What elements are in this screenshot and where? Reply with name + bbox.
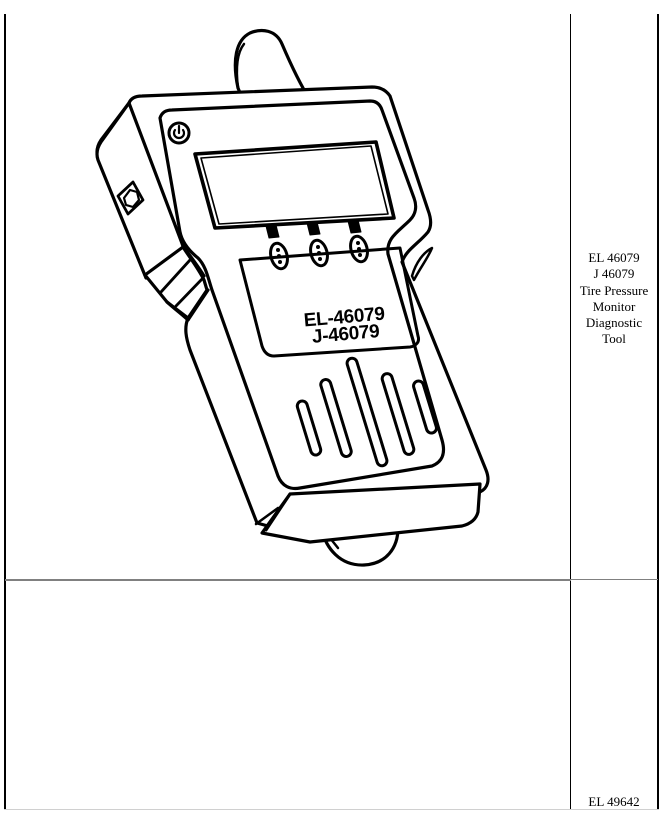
table-border-left — [4, 14, 6, 809]
vent-slot-2 — [319, 378, 353, 458]
table-column-divider — [570, 14, 571, 809]
tool-name-line-2: Monitor — [592, 298, 636, 314]
vent-slot-4 — [380, 372, 416, 456]
table-border-right — [657, 14, 659, 809]
tool-number-j: J 46079 — [593, 266, 635, 282]
tool-illustration-cell: EL-46079 J-46079 — [6, 14, 570, 579]
tool-description-cell: EL 46079 J 46079 Tire Pressure Monitor D… — [571, 250, 657, 348]
table-bottom-edge — [4, 809, 659, 810]
tool-number-el: EL 46079 — [588, 250, 640, 265]
tool-number-el-2: EL 49642 — [588, 794, 640, 809]
tool-description-cell-2: EL 49642 — [571, 794, 657, 810]
special-tools-table: EL-46079 J-46079 EL 46079 J 46079 Tire P… — [0, 14, 663, 816]
button-indicator-3 — [347, 219, 362, 234]
device-bezel — [158, 99, 446, 491]
tool-name-line-3: Diagnostic — [585, 315, 643, 331]
table-row-divider — [5, 579, 571, 581]
vent-slot-5 — [412, 379, 438, 435]
vent-slot-1 — [295, 399, 323, 457]
table-row-divider-right — [571, 579, 658, 580]
tool-name-line-4: Tool — [602, 331, 626, 347]
tire-pressure-monitor-illustration — [95, 28, 490, 567]
button-indicator-2 — [306, 221, 321, 236]
tool-name-line-1: Tire Pressure — [579, 282, 649, 298]
power-icon — [167, 121, 191, 145]
vent-slot-3 — [345, 356, 389, 468]
lcd-screen — [193, 140, 396, 230]
label-plate — [238, 246, 420, 358]
button-indicator-1 — [265, 224, 280, 239]
device-bottom-face — [260, 482, 482, 544]
connector-port-icon — [116, 180, 145, 216]
